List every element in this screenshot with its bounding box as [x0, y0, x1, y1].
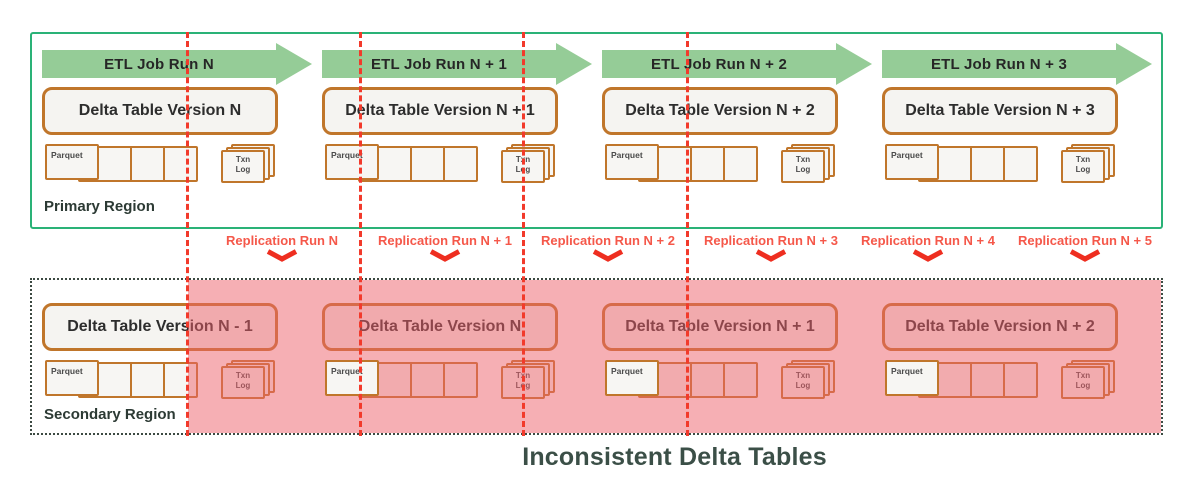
etl-run-label: ETL Job Run N + 3 — [882, 50, 1116, 78]
etl-run-arrow: ETL Job Run N — [42, 43, 312, 85]
arrow-right-icon — [276, 43, 312, 85]
parquet-file-icon: Parquet — [605, 360, 659, 396]
replication-run-label: Replication Run N — [226, 233, 338, 248]
replication-run: Replication Run N + 4 — [838, 233, 1018, 267]
chevron-down-icon — [266, 249, 298, 262]
secondary-region-box: Secondary Region — [30, 278, 1163, 435]
txn-log-icon: Txn Log — [501, 144, 555, 186]
primary-group-n: ETL Job Run N Delta Table Version N Parq… — [42, 43, 322, 193]
txn-log-label: Txn Log — [1075, 155, 1091, 174]
etl-run-label: ETL Job Run N + 1 — [322, 50, 556, 78]
replication-run-label: Replication Run N + 4 — [861, 233, 995, 248]
diagram-caption: Inconsistent Delta Tables — [522, 443, 827, 471]
delta-table-box: Delta Table Version N + 2 — [602, 87, 838, 135]
primary-group-n2: ETL Job Run N + 2 Delta Table Version N … — [602, 43, 882, 193]
file-row: Parquet Txn Log — [605, 144, 837, 186]
parquet-label: Parquet — [51, 150, 83, 160]
parquet-file-icon: Parquet — [45, 144, 99, 180]
file-row: Parquet Txn Log — [45, 144, 277, 186]
parquet-label: Parquet — [891, 150, 923, 160]
replication-run: Replication Run N + 5 — [995, 233, 1175, 267]
delta-table-box: Delta Table Version N + 3 — [882, 87, 1118, 135]
chevron-down-icon — [429, 249, 461, 262]
file-row: Parquet Txn Log — [885, 144, 1117, 186]
parquet-file-icon: Parquet — [325, 144, 379, 180]
etl-run-arrow: ETL Job Run N + 3 — [882, 43, 1152, 85]
parquet-label: Parquet — [51, 366, 83, 376]
parquet-label: Parquet — [331, 150, 363, 160]
replication-run: Replication Run N + 3 — [681, 233, 861, 267]
txn-log-page: Txn Log — [1061, 150, 1105, 183]
replication-run-label: Replication Run N + 3 — [704, 233, 838, 248]
chevron-down-icon — [912, 249, 944, 262]
arrow-right-icon — [556, 43, 592, 85]
etl-run-arrow: ETL Job Run N + 2 — [602, 43, 872, 85]
etl-run-label: ETL Job Run N + 2 — [602, 50, 836, 78]
primary-region-box: Primary Region — [30, 32, 1163, 229]
replication-run: Replication Run N + 2 — [518, 233, 698, 267]
parquet-label: Parquet — [891, 366, 923, 376]
primary-group-n1: ETL Job Run N + 1 Delta Table Version N … — [322, 43, 602, 193]
replication-cut-line — [522, 32, 525, 436]
replication-run: Replication Run N + 1 — [355, 233, 535, 267]
replication-cut-line — [186, 32, 189, 436]
delta-table-box: Delta Table Version N — [42, 87, 278, 135]
replication-run-label: Replication Run N + 2 — [541, 233, 675, 248]
parquet-file-icon: Parquet — [605, 144, 659, 180]
replication-cut-line — [359, 32, 362, 436]
secondary-region-label: Secondary Region — [44, 406, 176, 423]
primary-region-label: Primary Region — [44, 198, 155, 215]
parquet-file-icon: Parquet — [885, 144, 939, 180]
parquet-file-icon: Parquet — [325, 360, 379, 396]
txn-log-page: Txn Log — [221, 150, 265, 183]
chevron-down-icon — [755, 249, 787, 262]
txn-log-icon: Txn Log — [1061, 144, 1115, 186]
txn-log-page: Txn Log — [781, 150, 825, 183]
parquet-label: Parquet — [331, 366, 363, 376]
etl-run-label: ETL Job Run N — [42, 50, 276, 78]
primary-group-n3: ETL Job Run N + 3 Delta Table Version N … — [882, 43, 1162, 193]
txn-log-label: Txn Log — [235, 155, 251, 174]
txn-log-icon: Txn Log — [781, 144, 835, 186]
parquet-file-icon: Parquet — [885, 360, 939, 396]
parquet-label: Parquet — [611, 150, 643, 160]
arrow-right-icon — [836, 43, 872, 85]
etl-run-arrow: ETL Job Run N + 1 — [322, 43, 592, 85]
inconsistent-area-overlay — [188, 280, 1161, 433]
chevron-down-icon — [1069, 249, 1101, 262]
replication-cut-line — [686, 32, 689, 436]
replication-run: Replication Run N — [192, 233, 372, 267]
parquet-file-icon: Parquet — [45, 360, 99, 396]
parquet-label: Parquet — [611, 366, 643, 376]
replication-run-label: Replication Run N + 5 — [1018, 233, 1152, 248]
arrow-right-icon — [1116, 43, 1152, 85]
txn-log-icon: Txn Log — [221, 144, 275, 186]
replication-run-label: Replication Run N + 1 — [378, 233, 512, 248]
chevron-down-icon — [592, 249, 624, 262]
txn-log-label: Txn Log — [795, 155, 811, 174]
